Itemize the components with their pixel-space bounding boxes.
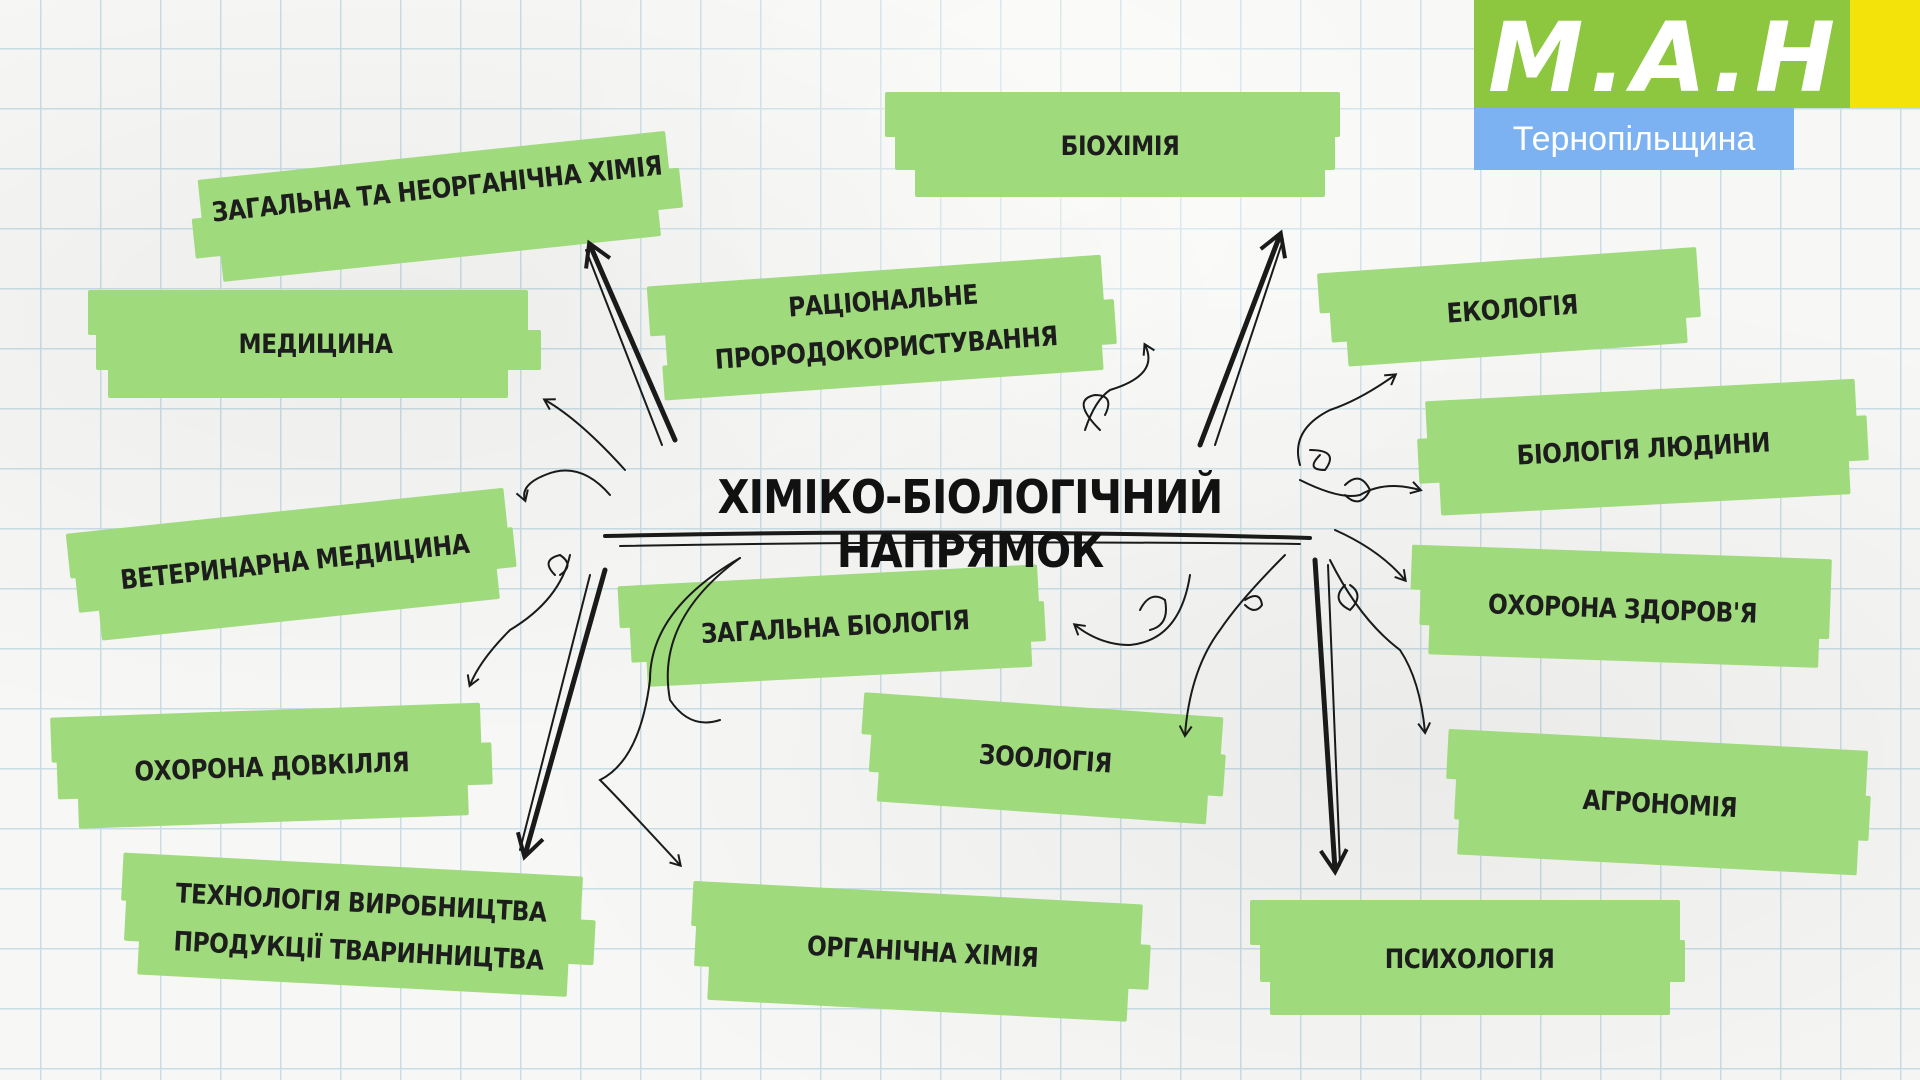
arrow-loop-human xyxy=(1344,477,1372,503)
arrow-loop-zoology xyxy=(1244,595,1264,611)
arrow-to-veterinary xyxy=(515,469,611,503)
arrow-to-psychology xyxy=(1312,557,1349,876)
node-medicine: МЕДИЦИНА xyxy=(88,285,543,405)
arrow-to-general-bio xyxy=(1072,574,1191,647)
logo-region: Тернопільщина xyxy=(1474,108,1794,170)
arrow-to-general-inorganic xyxy=(584,239,678,443)
arrow-to-biochemistry-2 xyxy=(1214,239,1284,446)
man-logo: М.А.Н Тернопільщина xyxy=(1474,0,1920,170)
node-label: ПСИХОЛОГІЯ xyxy=(1385,944,1555,976)
arrow-to-health xyxy=(1334,529,1407,583)
node-label: БІОХІМІЯ xyxy=(1060,131,1180,163)
arrow-to-ecology xyxy=(1297,373,1398,466)
arrow-to-organic xyxy=(598,557,741,868)
logo-letters: М.А.Н xyxy=(1488,2,1842,114)
arrow-to-rational xyxy=(1084,342,1155,431)
diagram-title: ХІМІКО-БІОЛОГІЧНИЙ НАПРЯМОК xyxy=(717,470,1224,578)
arrow-to-biochemistry xyxy=(1197,229,1287,448)
arrow-loop-ecology xyxy=(1309,449,1331,472)
arrow-to-livestock xyxy=(515,567,608,861)
arrow-loop-general-bio xyxy=(1139,595,1167,631)
arrow-to-general-inorganic-2 xyxy=(585,249,663,446)
logo-yellow-block xyxy=(1850,0,1920,108)
arrow-to-zoology xyxy=(1178,554,1286,738)
arrow-to-human-biology xyxy=(1299,479,1423,497)
node-psychology: ПСИХОЛОГІЯ xyxy=(1250,895,1690,1025)
node-label: МЕДИЦИНА xyxy=(238,329,393,361)
arrow-loop-env xyxy=(547,553,569,576)
node-biochemistry: БІОХІМІЯ xyxy=(885,92,1355,202)
arrow-loop-agronomy xyxy=(1337,584,1359,612)
arrow-to-medicine xyxy=(542,398,626,471)
